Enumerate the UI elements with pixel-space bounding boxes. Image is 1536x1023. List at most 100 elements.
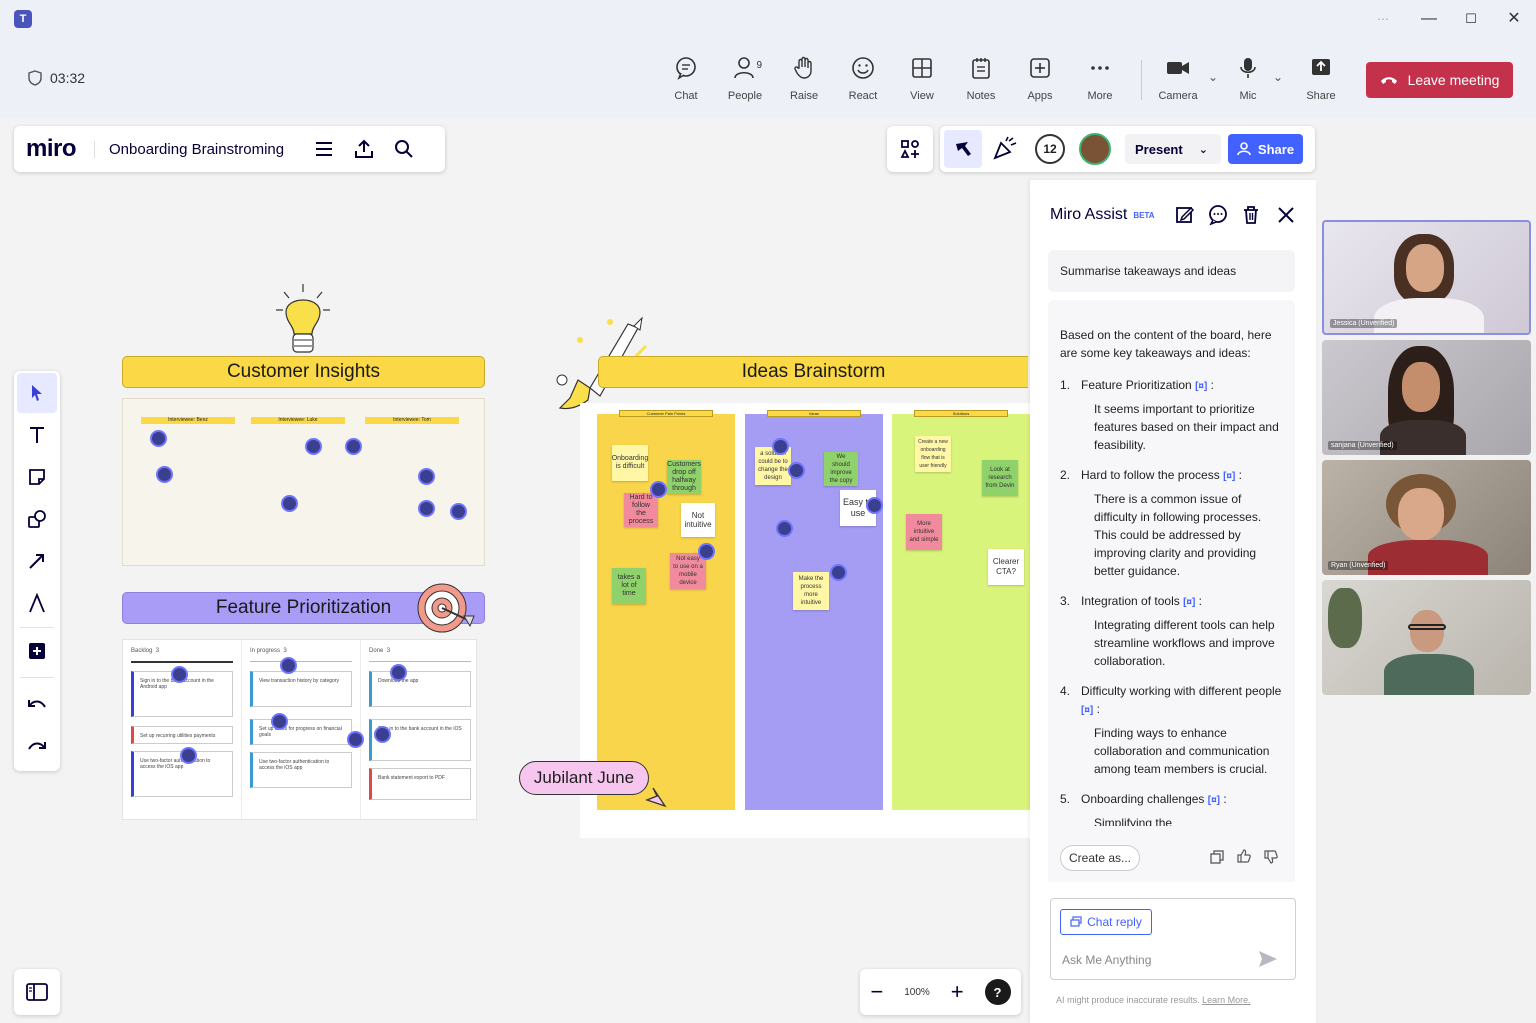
search-icon[interactable] (394, 139, 414, 159)
present-chevron-icon[interactable]: ⌄ (1198, 143, 1208, 156)
zoom-in-button[interactable]: + (950, 979, 964, 1004)
more-button[interactable]: More (1074, 56, 1126, 104)
mic-options-chevron-icon[interactable]: ⌄ (1273, 70, 1284, 84)
camera-options-chevron-icon[interactable]: ⌄ (1208, 70, 1219, 84)
user-prompt-message: Summarise takeaways and ideas (1048, 250, 1295, 292)
minimize-button[interactable]: — (1421, 10, 1437, 27)
citation-link[interactable]: [¤] (1195, 381, 1208, 392)
close-window-button[interactable]: ✕ (1507, 10, 1521, 27)
chat-reply-button[interactable]: Chat reply (1060, 909, 1152, 935)
cursor-arrow-icon (956, 142, 971, 156)
thumbs-down-icon[interactable] (1264, 850, 1278, 864)
redo-button[interactable] (17, 727, 57, 767)
board-panel-toggle[interactable] (14, 969, 60, 1015)
export-upload-icon[interactable] (354, 139, 374, 159)
create-as-button[interactable]: Create as... (1060, 845, 1140, 871)
collaborator-avatar (698, 543, 715, 560)
menu-icon[interactable] (314, 140, 334, 158)
kanban-column-header: In progress 3 (250, 648, 287, 654)
view-button[interactable]: View (896, 56, 948, 104)
raise-hand-button[interactable]: Raise (778, 56, 830, 104)
miro-share-button[interactable]: Share (1228, 134, 1303, 164)
learn-more-link[interactable]: Learn More. (1202, 995, 1251, 1005)
sticky-note[interactable]: Not intuitive (681, 503, 715, 537)
sticky-note[interactable]: Customers drop off halfway through (667, 460, 701, 494)
notes-button[interactable]: Notes (955, 56, 1007, 104)
participant-name: Ryan (Unverified) (1328, 561, 1389, 570)
citation-link[interactable]: [¤] (1223, 471, 1236, 482)
chat-button[interactable]: Chat (660, 56, 712, 104)
camera-button[interactable]: Camera (1152, 56, 1204, 104)
sticky-note[interactable]: More intuitive and simple (906, 514, 942, 550)
sticky-note[interactable]: Create a new onboarding flow that is use… (915, 436, 951, 472)
mic-button[interactable]: Mic (1222, 56, 1274, 104)
ask-input[interactable]: Ask Me Anything (1062, 953, 1152, 967)
assist-input-box[interactable] (1050, 898, 1296, 980)
apps-button[interactable]: Apps (1014, 56, 1066, 104)
undo-button[interactable] (17, 685, 57, 725)
present-button[interactable]: Present ⌄ (1125, 134, 1221, 164)
takeaways-list: 1. Feature Prioritization [¤] : It seems… (1060, 376, 1283, 832)
pointer-icon (32, 385, 42, 401)
sticky-note[interactable]: Not easy to use on a mobile device (670, 553, 706, 589)
sticky-note-tool[interactable] (17, 457, 57, 497)
pen-tool[interactable] (17, 583, 57, 623)
kanban-card[interactable]: View transaction history by category (250, 671, 352, 707)
participant-video-tile[interactable]: Ryan (Unverified) (1322, 460, 1531, 575)
chat-bubble-icon[interactable] (1207, 204, 1229, 226)
participant-video-tile[interactable] (1322, 580, 1531, 695)
sticky-note[interactable]: Look at research from Devin (982, 460, 1018, 496)
kanban-card[interactable]: Set up recurring utilities payments (131, 726, 233, 744)
maximize-button[interactable]: ☐ (1465, 11, 1477, 26)
shapes-tool[interactable] (17, 499, 57, 539)
trash-icon[interactable] (1240, 204, 1262, 226)
text-tool[interactable] (17, 415, 57, 455)
kanban-card[interactable]: Use two-factor authentication to access … (250, 752, 352, 788)
close-panel-icon[interactable] (1275, 204, 1297, 226)
citation-link[interactable]: [¤] (1183, 597, 1196, 608)
sticky-note[interactable]: Make the process more intuitive (793, 572, 829, 610)
citation-link[interactable]: [¤] (1081, 705, 1094, 716)
apps-widgets-button[interactable] (887, 126, 933, 172)
collaborator-avatar (866, 497, 883, 514)
participants-count-badge[interactable]: 12 (1035, 134, 1065, 164)
user-avatar[interactable] (1079, 133, 1111, 165)
sticky-note[interactable]: We should improve the copy (824, 452, 858, 486)
citation-link[interactable]: [¤] (1207, 795, 1220, 806)
sticky-note[interactable]: takes a lot of time (612, 568, 646, 604)
zoom-level[interactable]: 100% (904, 986, 930, 998)
copy-icon[interactable] (1210, 850, 1224, 864)
zoom-out-button[interactable]: − (870, 979, 884, 1004)
select-tool[interactable] (17, 373, 57, 413)
help-button[interactable]: ? (984, 979, 1011, 1005)
participant-figure (1402, 362, 1440, 412)
thumbs-up-icon[interactable] (1237, 849, 1251, 863)
more-tools-button[interactable] (17, 631, 57, 671)
board-name[interactable]: Onboarding Brainstroming (94, 140, 284, 158)
column-label: Solutions (914, 410, 1008, 417)
sticky-note[interactable]: Hard to follow the process (624, 493, 658, 527)
celebrate-button[interactable] (992, 135, 1018, 166)
kanban-card[interactable]: Set up alerts for progress on financial … (250, 719, 352, 745)
react-label: React (848, 90, 878, 102)
edit-note-icon[interactable] (1174, 204, 1196, 226)
leave-meeting-button[interactable]: Leave meeting (1366, 62, 1513, 98)
chat-icon (676, 57, 696, 80)
people-button[interactable]: 9 People (719, 56, 771, 104)
connection-line-tool[interactable] (17, 541, 57, 581)
participant-video-tile[interactable]: Jessica (Unverified) (1322, 220, 1531, 335)
kanban-card[interactable]: Download the app (369, 671, 471, 707)
participant-video-tile[interactable]: sanjana (Unverified) (1322, 340, 1531, 455)
more-label: More (1087, 90, 1113, 102)
share-screen-button[interactable]: Share (1295, 56, 1347, 104)
follow-cursor-button[interactable] (944, 130, 982, 168)
customer-insights-title[interactable]: Customer Insights (122, 356, 485, 388)
people-icon (734, 57, 754, 79)
ideas-brainstorm-title[interactable]: Ideas Brainstorm (598, 356, 1028, 388)
send-icon[interactable] (1258, 950, 1278, 968)
sticky-note[interactable]: Clearer CTA? (988, 549, 1024, 585)
kanban-card[interactable]: Bank statement export to PDF (369, 768, 471, 800)
sticky-note[interactable]: Onboarding is difficult (612, 445, 648, 481)
react-button[interactable]: React (837, 56, 889, 104)
window-menu-icon[interactable]: ⋯ (1377, 12, 1389, 26)
